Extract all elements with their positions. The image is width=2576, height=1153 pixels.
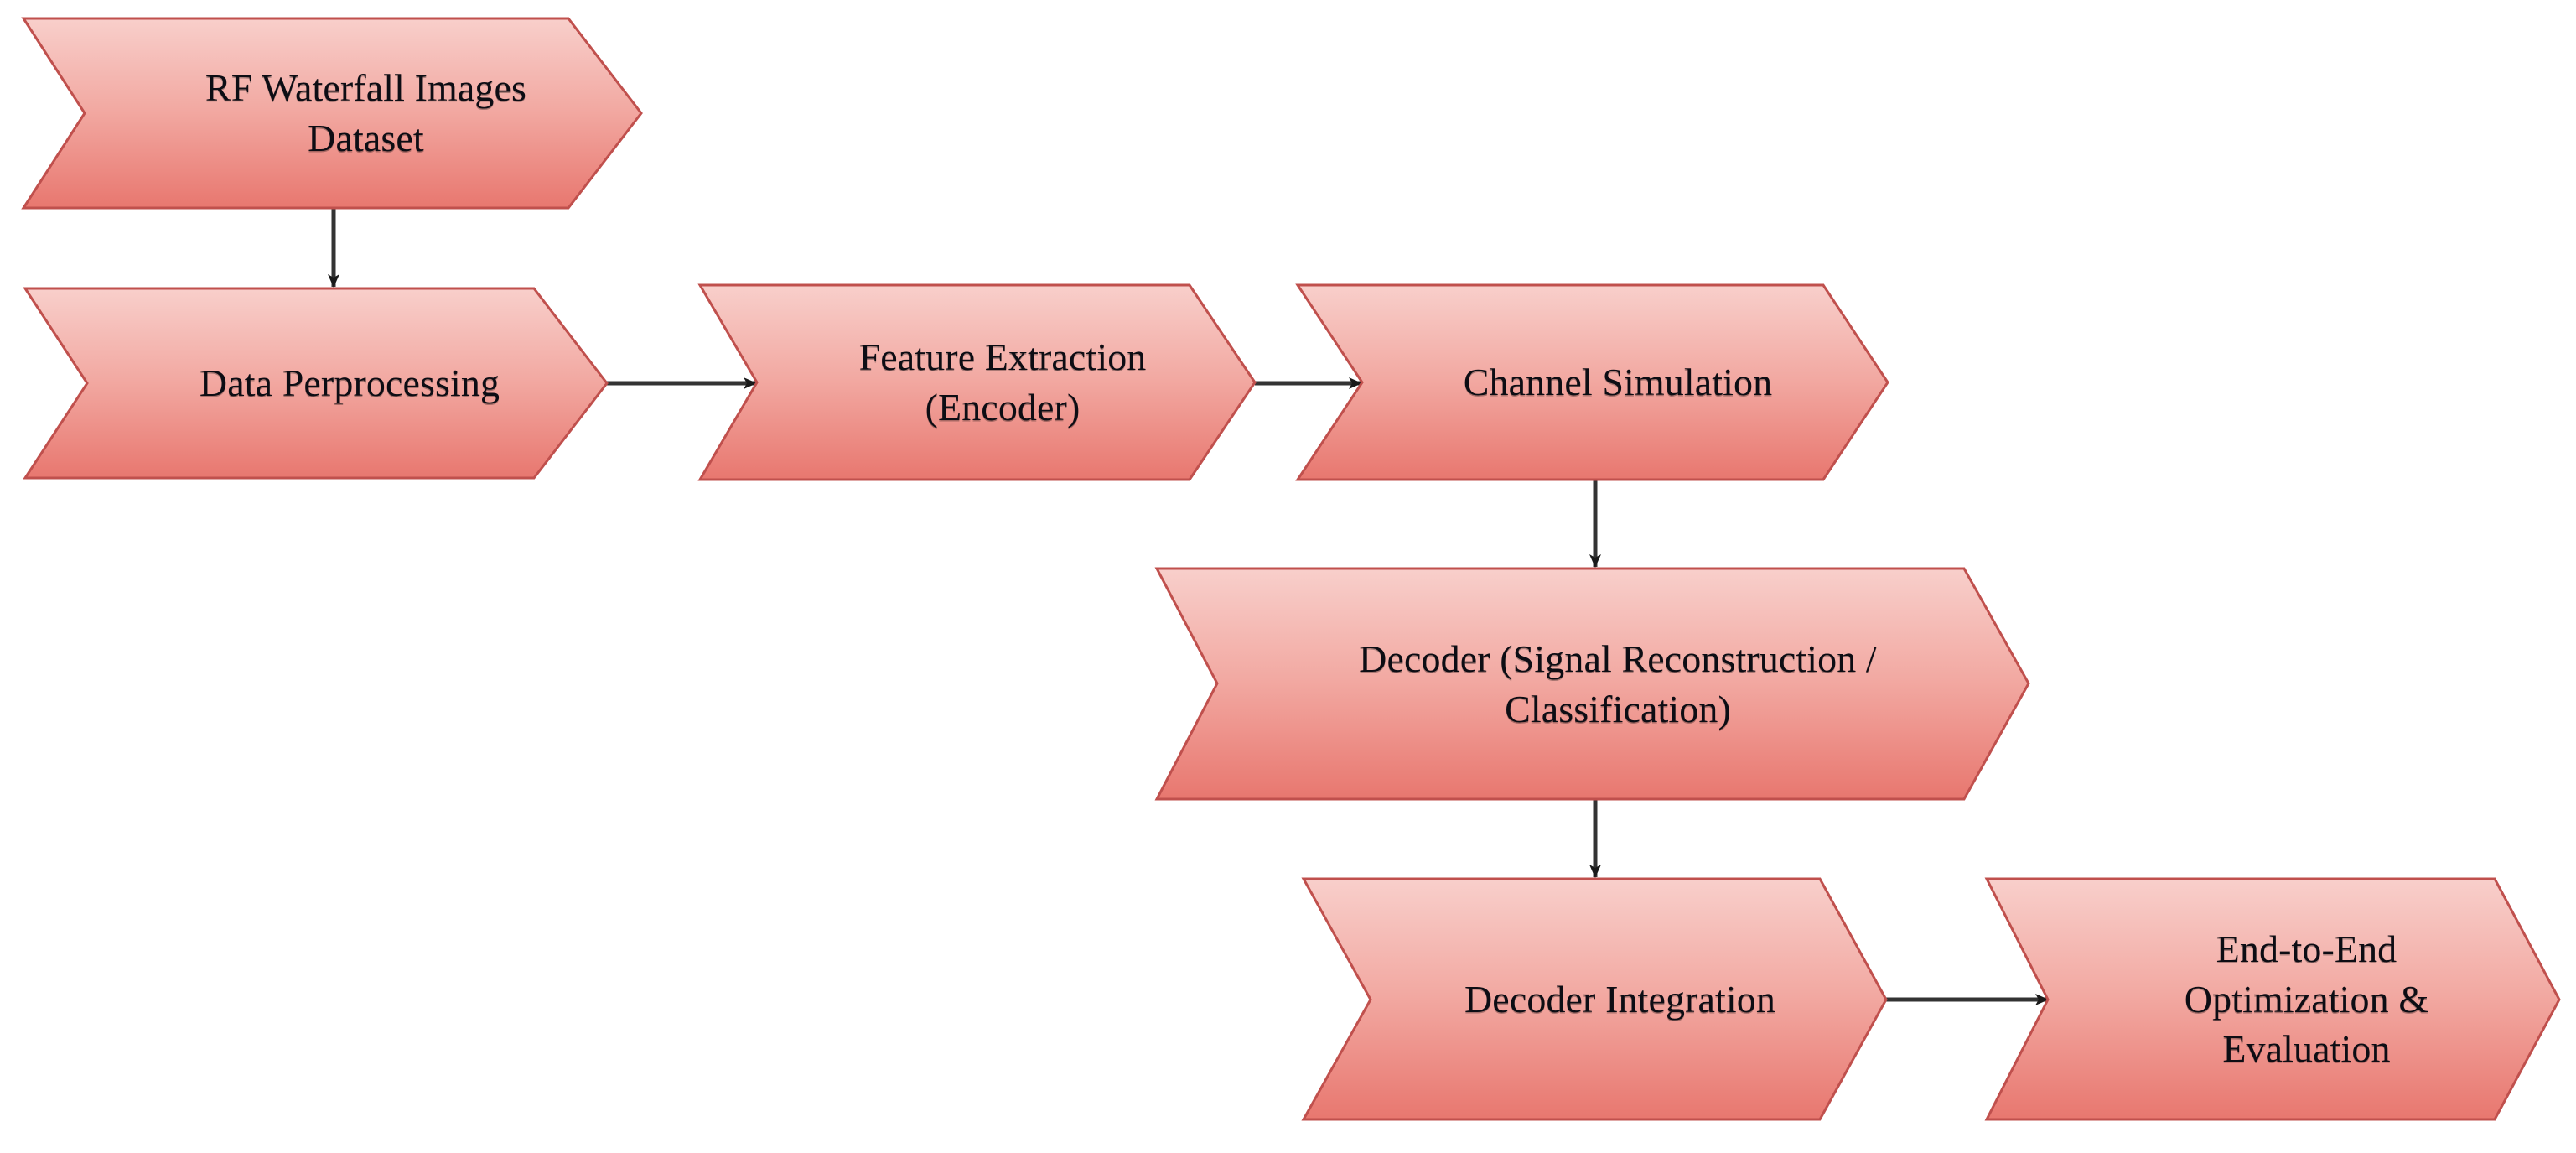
node-decoder-integration[interactable]: Decoder Integration bbox=[1301, 877, 1888, 1121]
node-end-to-end-optimization-evaluation[interactable]: End-to-End Optimization & Evaluation bbox=[1984, 877, 2561, 1121]
node-decoder-signal-reconstruction-classification[interactable]: Decoder (Signal Reconstruction / Classif… bbox=[1154, 567, 2030, 801]
node-feature-extraction-encoder[interactable]: Feature Extraction (Encoder) bbox=[697, 283, 1257, 481]
node-channel-simulation[interactable]: Channel Simulation bbox=[1295, 283, 1889, 481]
node-data-perprocessing[interactable]: Data Perprocessing bbox=[23, 287, 609, 480]
node-rf-waterfall-images-dataset[interactable]: RF Waterfall Images Dataset bbox=[21, 17, 643, 210]
